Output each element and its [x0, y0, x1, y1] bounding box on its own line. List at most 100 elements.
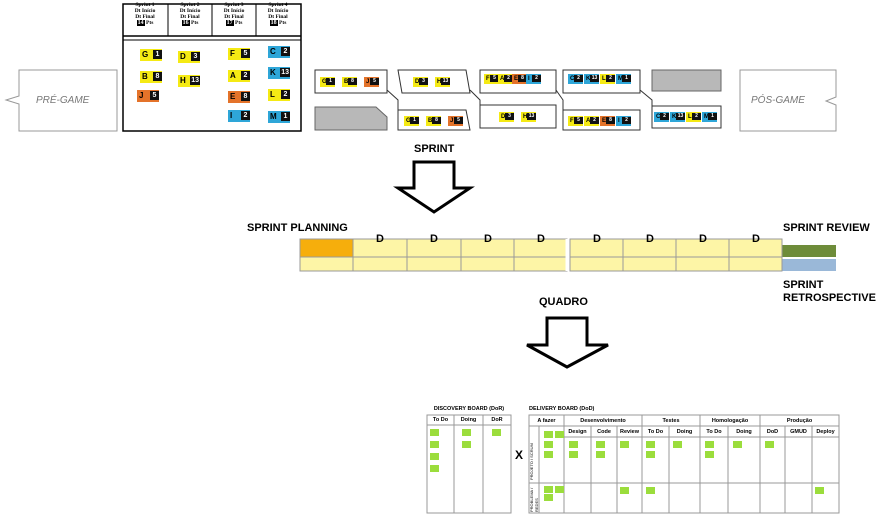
- delivery-group-afazer: A fazer: [537, 418, 556, 424]
- board-card: [569, 451, 578, 458]
- sprint-retro-label-1: SPRINT: [783, 279, 824, 291]
- board-card: [544, 494, 553, 501]
- delivery-subcol-6: To Do: [706, 429, 722, 435]
- board-card: [430, 429, 439, 436]
- sprint-retro-label-2: RETROSPECTIVE: [783, 292, 876, 304]
- discovery-col-doing: Doing: [460, 417, 477, 423]
- board-card: [646, 441, 655, 448]
- delivery-subcol-10: Deploy: [816, 429, 835, 435]
- board-card: [569, 441, 578, 448]
- discovery-col-dor: DoR: [491, 417, 503, 423]
- day-label-5: D: [593, 233, 601, 245]
- board-card: [765, 441, 774, 448]
- day-label-2: D: [430, 233, 438, 245]
- board-card: [462, 441, 471, 448]
- board-card: [430, 441, 439, 448]
- x-symbol: X: [515, 448, 524, 462]
- day-label-6: D: [646, 233, 654, 245]
- board-card: [620, 487, 629, 494]
- board-card: [673, 441, 682, 448]
- delivery-row-1-label: PROJETO / SCRUM: [529, 443, 534, 480]
- delivery-subcol-5: Doing: [676, 429, 693, 435]
- pregame-banner-shape: [4, 69, 118, 132]
- board-card: [430, 465, 439, 472]
- posgame-label: PÓS-GAME: [751, 95, 805, 106]
- delivery-subcol-3: Review: [620, 429, 639, 435]
- quadro-label: QUADRO: [539, 296, 588, 308]
- delivery-subcol-1: Design: [568, 429, 587, 435]
- pregame-label: PRÉ-GAME: [36, 95, 90, 106]
- board-card: [555, 431, 564, 438]
- board-card: [646, 487, 655, 494]
- delivery-group-dev: Desenvolvimento: [580, 418, 626, 424]
- board-card: [596, 451, 605, 458]
- board-card: [492, 429, 501, 436]
- board-card: [620, 441, 629, 448]
- board-card: [462, 429, 471, 436]
- board-card: [596, 441, 605, 448]
- delivery-subcol-8: DoD: [766, 429, 779, 435]
- day-label-4: D: [537, 233, 545, 245]
- day-label-7: D: [699, 233, 707, 245]
- sprint-planning-label: SPRINT PLANNING: [247, 222, 348, 234]
- day-label-3: D: [484, 233, 492, 245]
- delivery-group-testes: Testes: [662, 418, 680, 424]
- board-card: [544, 451, 553, 458]
- delivery-group-producao: Produção: [786, 418, 813, 424]
- delivery-subcol-2: Code: [597, 429, 611, 435]
- board-card: [815, 487, 824, 494]
- board-card: [430, 453, 439, 460]
- board-card: [705, 441, 714, 448]
- board-card: [705, 451, 714, 458]
- board-card: [646, 451, 655, 458]
- day-label-8: D: [752, 233, 760, 245]
- delivery-row-2-label: PROBLEMA / REDES: [529, 487, 539, 512]
- delivery-group-homolog: Homologação: [711, 418, 749, 424]
- posgame-banner-shape: [739, 69, 837, 132]
- day-label-1: D: [376, 233, 384, 245]
- discovery-title: DISCOVERY BOARD (DoR): [433, 406, 505, 412]
- discovery-col-todo: To Do: [432, 417, 449, 423]
- delivery-subcol-9: GMUD: [790, 429, 807, 435]
- board-card: [555, 486, 564, 493]
